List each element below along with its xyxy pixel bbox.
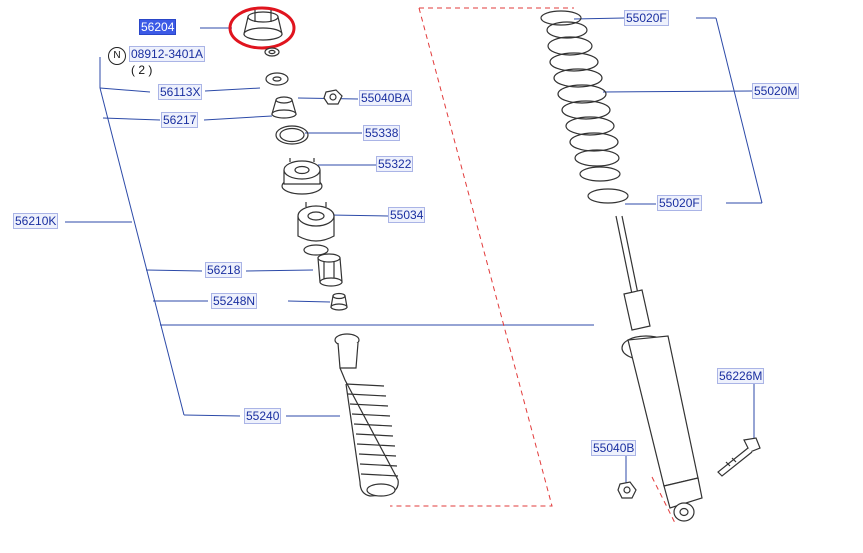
part-label-56218[interactable]: 56218: [205, 262, 243, 278]
assembly-outline: [390, 7, 677, 526]
part-55020F-top-shape[interactable]: [540, 10, 582, 26]
part-label-56204[interactable]: 56204: [139, 19, 177, 35]
part-55040BA-shape[interactable]: [323, 89, 343, 105]
part-label-56226M[interactable]: 56226M: [717, 368, 765, 384]
part-56218-shape[interactable]: [317, 253, 343, 287]
part-label-55020F-bottom[interactable]: 55020F: [657, 195, 702, 211]
part-label-55040B[interactable]: 55040B: [591, 440, 637, 456]
part-label-55338[interactable]: 55338: [363, 125, 401, 141]
callout-circle: [228, 6, 296, 50]
part-label-55248N[interactable]: 55248N: [211, 293, 258, 309]
part-label-55020F-top[interactable]: 55020F: [624, 10, 669, 26]
part-56204-shape[interactable]: [243, 10, 283, 41]
part-label-55322[interactable]: 55322: [376, 156, 414, 172]
part-56226M-shape[interactable]: [717, 437, 761, 477]
part-56217-shape[interactable]: [271, 96, 297, 119]
part-55240-shape[interactable]: [334, 333, 399, 497]
part-55248N-shape[interactable]: [330, 292, 348, 311]
shock-absorber-shape: [615, 215, 703, 522]
part-label-55040BA[interactable]: 55040BA: [359, 90, 413, 106]
n-symbol-icon: N: [108, 47, 126, 65]
part-55040B-shape[interactable]: [617, 481, 637, 499]
quantity-note: ( 2 ): [131, 63, 153, 77]
part-small-washer: [264, 47, 280, 57]
part-label-56113X[interactable]: 56113X: [158, 84, 203, 100]
part-55020F-bottom-shape[interactable]: [587, 188, 629, 204]
part-label-08912-3401A[interactable]: 08912-3401A: [129, 46, 206, 62]
part-label-55034[interactable]: 55034: [388, 207, 426, 223]
part-label-55020M[interactable]: 55020M: [752, 83, 800, 99]
part-55322-shape[interactable]: [281, 158, 323, 195]
part-label-56217[interactable]: 56217: [161, 112, 199, 128]
part-55034-shape[interactable]: [297, 202, 335, 256]
part-label-56210K[interactable]: 56210K: [13, 213, 59, 229]
leader-lines: [65, 17, 763, 488]
part-55338-shape[interactable]: [275, 125, 309, 145]
part-label-55240[interactable]: 55240: [244, 408, 282, 424]
part-56113X-shape[interactable]: [265, 72, 289, 86]
part-55020M-shape[interactable]: [546, 21, 621, 182]
